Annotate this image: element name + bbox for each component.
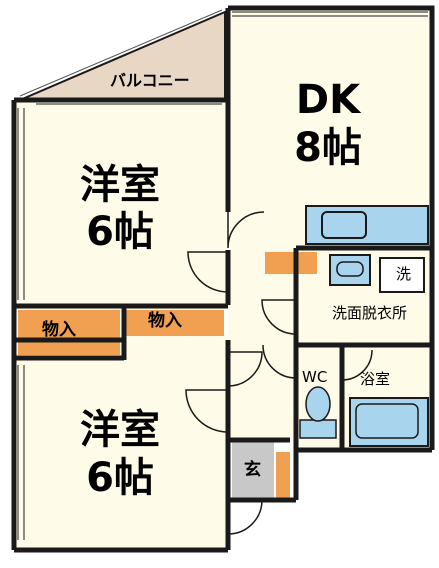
toilet-label: WC	[302, 368, 328, 386]
toilet-fixture	[299, 419, 337, 439]
dk-storage-area	[265, 252, 317, 274]
dk-name: DK	[295, 77, 361, 123]
washer-label: 洗	[396, 265, 412, 283]
wash-basin	[329, 254, 371, 286]
western-top-name: 洋室	[80, 162, 160, 208]
western-top-size: 6帖	[86, 209, 154, 255]
washer-space	[379, 257, 425, 293]
washroom-label: 洗面脱衣所	[332, 304, 408, 322]
entrance-label: 玄	[244, 460, 261, 480]
door-swings	[185, 211, 373, 535]
entrance-storage	[276, 452, 290, 498]
storage-right-area	[124, 310, 224, 336]
windows	[17, 11, 428, 540]
storage-right-label: 物入	[148, 311, 182, 331]
storage-left-area	[18, 310, 120, 355]
western-bottom-name: 洋室	[80, 407, 160, 453]
dk-size: 8帖	[294, 125, 362, 171]
entrance-area	[232, 440, 274, 500]
storage-left-label: 物入	[42, 320, 76, 340]
balcony-label: バルコニー	[110, 71, 190, 90]
bathroom-label: 浴室	[360, 370, 391, 388]
western-bottom-size: 6帖	[86, 455, 154, 501]
